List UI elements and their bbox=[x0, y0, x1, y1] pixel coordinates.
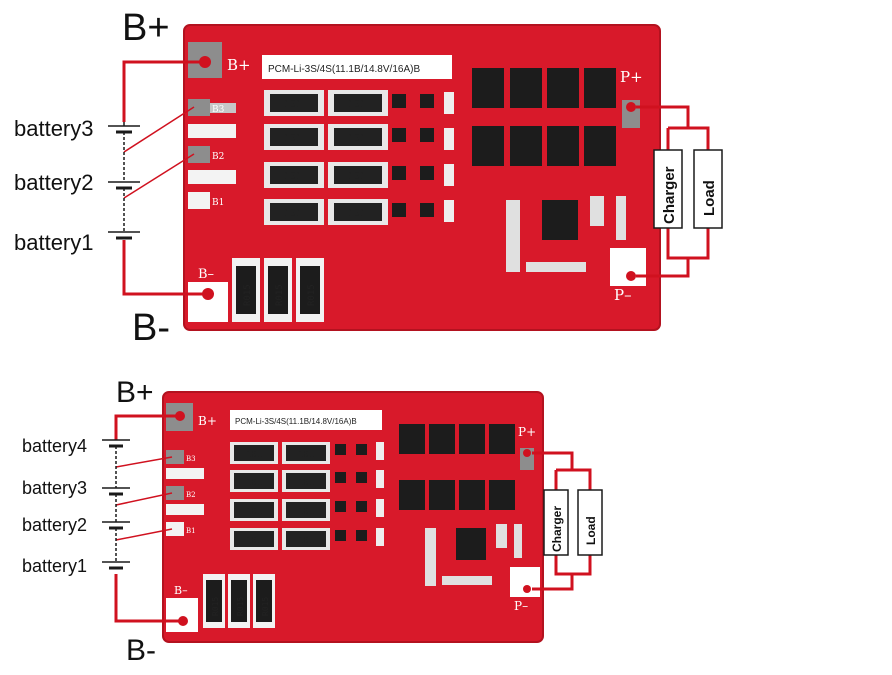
b-minus-label: B- bbox=[132, 307, 170, 349]
pad-b1 bbox=[166, 522, 184, 536]
diagram-3s: PCM-Li-3S/4S(11.1B/14.8V/16A)B B+ B3 B2 … bbox=[14, 7, 723, 349]
model-label-box bbox=[230, 410, 382, 430]
battery-label: battery1 bbox=[22, 556, 87, 576]
pcb-label-b3: B3 bbox=[212, 105, 225, 115]
battery-label: battery2 bbox=[14, 170, 94, 195]
resistor-label: 101 bbox=[246, 536, 262, 546]
shunt-label: R015 bbox=[243, 284, 253, 306]
charger-box bbox=[653, 149, 683, 229]
pad-pminus bbox=[510, 567, 540, 597]
pcb-label-pminus: P– bbox=[514, 599, 528, 613]
shunt-label: R015 bbox=[275, 284, 285, 306]
load-box bbox=[693, 149, 723, 229]
load-box bbox=[577, 489, 603, 556]
pcb-label-b2: B2 bbox=[186, 491, 196, 499]
resistor-label: 101 bbox=[284, 99, 302, 110]
shunt-label: R015 bbox=[236, 597, 245, 616]
pad-b2 bbox=[188, 146, 210, 163]
resistor-label: 101 bbox=[348, 208, 366, 219]
smd-row bbox=[506, 196, 626, 272]
shunt-resistors: R015 R015 R015 bbox=[203, 574, 275, 628]
battery-wiring bbox=[114, 414, 183, 623]
pad-b3 bbox=[166, 450, 184, 464]
resistor-label: 101 bbox=[298, 536, 314, 546]
smd-row bbox=[425, 524, 522, 586]
charger-box bbox=[543, 489, 569, 556]
resistor-label: 101 bbox=[246, 450, 262, 460]
b-plus-label: B+ bbox=[116, 376, 154, 409]
shunt-label: R015 bbox=[211, 597, 220, 616]
resistor-label: 101 bbox=[348, 171, 366, 182]
battery-label: battery3 bbox=[14, 116, 94, 141]
pcb-label-b3: B3 bbox=[186, 455, 196, 463]
battery-wiring bbox=[122, 60, 208, 296]
pcb-label-bminus: B– bbox=[198, 267, 214, 282]
battery-label: battery4 bbox=[22, 436, 87, 456]
resistor-label: 101 bbox=[298, 478, 314, 488]
control-ic bbox=[542, 200, 578, 240]
pcb-label-b1: B1 bbox=[186, 527, 196, 535]
mosfet-bank bbox=[399, 424, 515, 510]
b-plus-label: B+ bbox=[122, 7, 170, 49]
control-ic bbox=[456, 528, 486, 560]
pcb-label-pplus: P+ bbox=[518, 425, 536, 439]
resistor-bank: 101 101 101 101 101 101 101 101 bbox=[264, 90, 388, 225]
battery-label: battery1 bbox=[14, 230, 94, 255]
shunt-label: R015 bbox=[307, 284, 317, 306]
pcb-label-bplus: B+ bbox=[198, 414, 217, 428]
resistor-label: 101 bbox=[284, 208, 302, 219]
pcb-label-b2: B2 bbox=[212, 152, 224, 162]
shunt-label: R015 bbox=[261, 597, 270, 616]
charger-label: Charger bbox=[550, 506, 564, 552]
pcb-label-b1: B1 bbox=[212, 198, 224, 208]
pcb-label-bminus: B– bbox=[174, 584, 188, 597]
pcb-label-bplus: B+ bbox=[227, 56, 251, 74]
load-label: Load bbox=[584, 516, 598, 545]
model-label: PCM-Li-3S/4S(11.1B/14.8V/16A)B bbox=[235, 417, 357, 426]
charger-label: Charger bbox=[661, 166, 678, 224]
transistor-column bbox=[335, 442, 384, 546]
resistor-label: 101 bbox=[348, 99, 366, 110]
transistor-column bbox=[392, 92, 454, 222]
resistor-label: 101 bbox=[298, 450, 314, 460]
pad-bminus bbox=[166, 598, 198, 632]
resistor-label: 101 bbox=[284, 133, 302, 144]
pad-b3 bbox=[188, 99, 210, 116]
resistor-label: 101 bbox=[246, 507, 262, 517]
model-label: PCM-Li-3S/4S(11.1B/14.8V/16A)B bbox=[268, 64, 420, 75]
resistor-label: 101 bbox=[348, 133, 366, 144]
mosfet-bank bbox=[472, 68, 616, 166]
resistor-label: 101 bbox=[246, 478, 262, 488]
load-label: Load bbox=[701, 180, 718, 216]
pcb-label-pplus: P+ bbox=[620, 68, 643, 86]
pad-b2 bbox=[166, 486, 184, 500]
battery-label: battery2 bbox=[22, 515, 87, 535]
resistor-bank: 101 101 101 101 101 101 101 101 bbox=[230, 442, 330, 550]
battery-label: battery3 bbox=[22, 478, 87, 498]
b-minus-label: B- bbox=[126, 634, 156, 667]
pcb-label-pminus: P– bbox=[614, 286, 632, 304]
pad-b1 bbox=[188, 192, 210, 209]
pad-pminus bbox=[610, 248, 646, 286]
resistor-label: 101 bbox=[284, 171, 302, 182]
shunt-resistors: R015 R015 R015 bbox=[232, 258, 324, 322]
resistor-label: 101 bbox=[298, 507, 314, 517]
model-label-box bbox=[262, 55, 452, 79]
diagram-4s: PCM-Li-3S/4S(11.1B/14.8V/16A)B B+ B3 B2 … bbox=[22, 376, 603, 667]
